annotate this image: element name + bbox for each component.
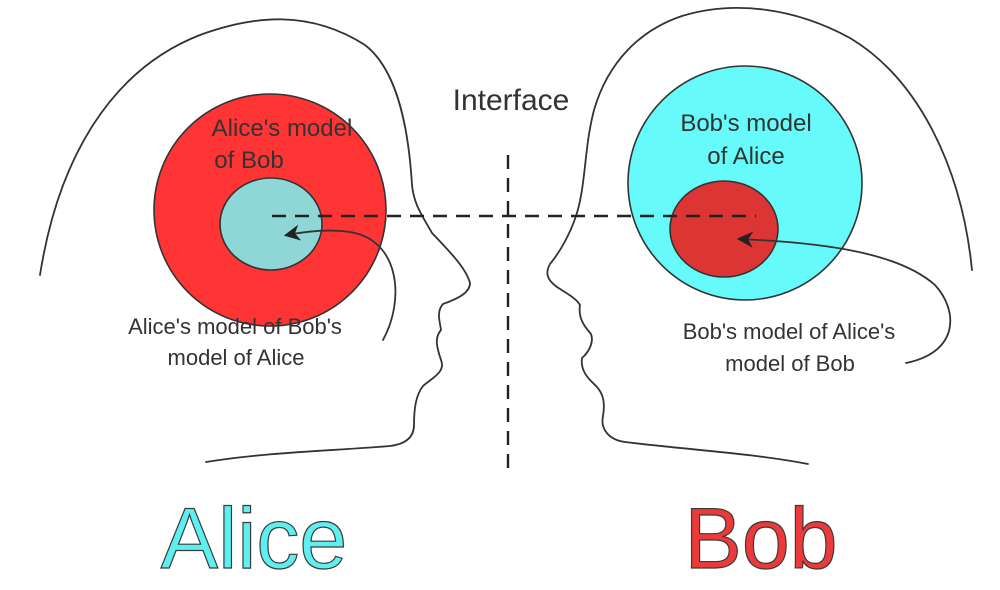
alice-nested-model-ellipse xyxy=(219,177,323,271)
alice-annotation-arrow xyxy=(283,224,397,341)
bob-annotation-arrow xyxy=(736,231,952,364)
alice-annotation-line2: model of Alice xyxy=(168,345,305,370)
bob-nested-model-ellipse xyxy=(669,180,779,278)
bob-annotation-line2: model of Bob xyxy=(725,351,855,376)
alice-model-of-bob-label-line2: of Bob xyxy=(214,147,283,174)
bob-annotation-line1: Bob's model of Alice's xyxy=(683,319,896,344)
bob-model-of-alice-label-line2: of Alice xyxy=(707,143,784,170)
alice-annotation-line1: Alice's model of Bob's xyxy=(128,314,342,339)
interface-label: Interface xyxy=(453,84,570,117)
bob-name: Bob xyxy=(684,491,837,587)
bob-head-outline xyxy=(546,7,973,465)
alice-head-outline xyxy=(39,18,471,463)
alice-model-of-bob-label-line1: Alice's model xyxy=(212,115,353,142)
alice-name: Alice xyxy=(161,491,347,587)
bob-model-of-alice-label-line1: Bob's model xyxy=(680,110,811,137)
